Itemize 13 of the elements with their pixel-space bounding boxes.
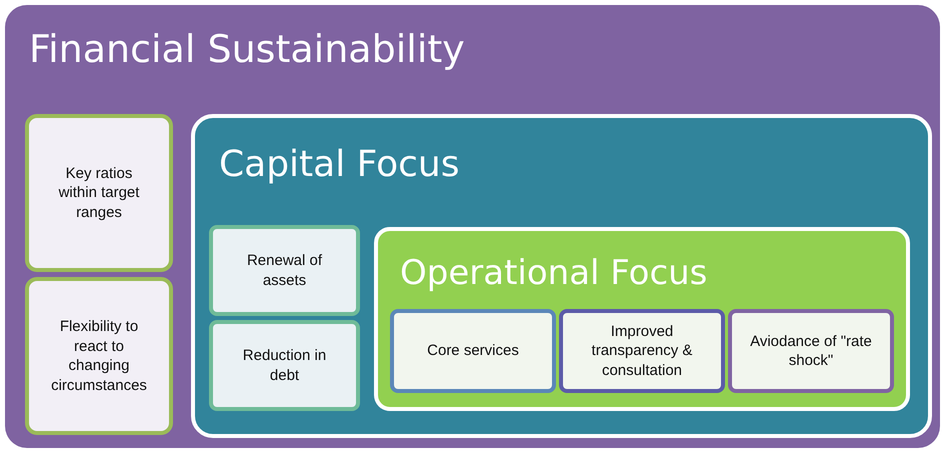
text-box: Renewal of assets <box>209 225 360 316</box>
group-panel <box>374 227 910 411</box>
panel-heading: Capital Focus <box>219 144 460 185</box>
panel-heading: Operational Focus <box>400 253 708 293</box>
text-box: Improved transparency & consultation <box>559 309 725 393</box>
text-box: Key ratios within target ranges <box>25 114 173 272</box>
text-box: Aviodance of "rate shock" <box>728 309 894 393</box>
group-panel <box>191 114 932 438</box>
group-panel <box>5 5 940 448</box>
text-box: Flexibility to react to changing circumstances <box>25 277 173 435</box>
text-box: Reduction in debt <box>209 320 360 411</box>
text-box: Core services <box>390 309 556 393</box>
panel-heading: Financial Sustainability <box>29 27 465 71</box>
